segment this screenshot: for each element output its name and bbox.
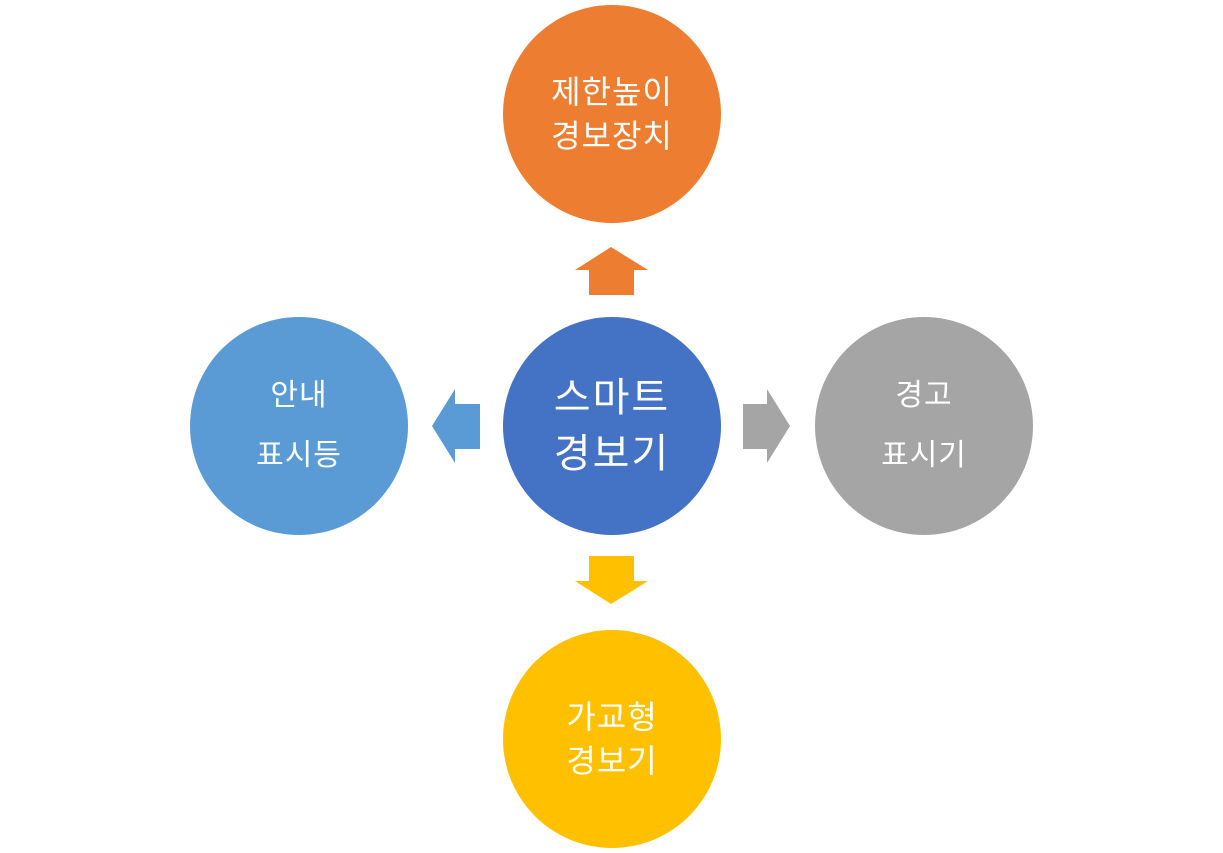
node-center: 스마트 경보기 (503, 317, 721, 535)
arrow-left (432, 389, 480, 463)
node-bottom: 가교형 경보기 (503, 630, 721, 848)
node-bottom-line-2: 경보기 (566, 742, 658, 780)
node-right-line-1: 경고 (895, 378, 953, 413)
arrow-down (575, 556, 648, 604)
node-top-line-2: 경보장치 (551, 117, 673, 155)
node-top-line-1: 제한높이 (551, 73, 673, 111)
node-right-line-2: 표시기 (881, 438, 967, 473)
node-right: 경고 표시기 (815, 317, 1033, 535)
node-left-line-2: 표시등 (256, 438, 342, 473)
node-left: 안내 표시등 (190, 317, 408, 535)
node-center-line-2: 경보기 (553, 431, 671, 477)
node-left-line-1: 안내 (270, 378, 328, 413)
node-center-line-1: 스마트 (553, 375, 671, 421)
node-bottom-line-1: 가교형 (566, 698, 658, 736)
arrow-right (743, 389, 790, 463)
node-top: 제한높이 경보장치 (503, 5, 721, 223)
arrow-up (575, 247, 648, 295)
